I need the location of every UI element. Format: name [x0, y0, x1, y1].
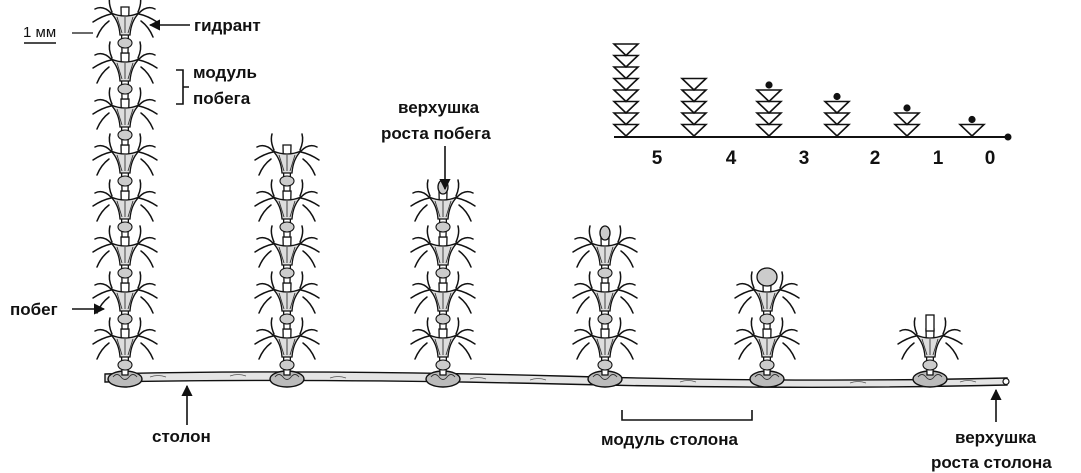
inset-module-triangle	[682, 79, 706, 91]
inset-tick-label: 4	[726, 148, 737, 169]
colony-shoots	[93, 0, 962, 387]
shoot-module-label-2: побега	[193, 89, 251, 108]
inset-axis-end	[1005, 134, 1012, 141]
inset-tick-label: 0	[985, 148, 996, 169]
inset-column-0	[960, 116, 984, 136]
inset-module-triangle	[614, 44, 638, 56]
colony-shoot-3	[411, 180, 475, 387]
inset-module-triangle	[895, 125, 919, 137]
shoot-tip-label-1: верхушка	[398, 98, 480, 117]
inset-module-triangle	[682, 125, 706, 137]
inset-module-triangle	[757, 113, 781, 125]
inset-column-2	[825, 93, 849, 136]
stolon-tip-label-1: верхушка	[955, 428, 1037, 447]
inset-module-triangle	[682, 113, 706, 125]
inset-module-triangle	[757, 102, 781, 114]
inset-module-triangle	[895, 113, 919, 125]
colony-shoot-5	[93, 0, 157, 387]
inset-module-triangle	[614, 125, 638, 137]
inset-module-triangle	[682, 102, 706, 114]
hydrant-label: гидрант	[194, 16, 261, 35]
inset-growth-bud	[765, 81, 772, 88]
inset-tick-label: 3	[799, 148, 810, 169]
inset-module-triangle	[614, 79, 638, 91]
inset-column-3	[757, 81, 781, 136]
inset-column-1	[895, 104, 919, 136]
inset-module-triangle	[757, 125, 781, 137]
inset-column-4	[682, 79, 706, 137]
stolon-tip	[1003, 379, 1009, 385]
stolon-module-bracket	[622, 410, 752, 420]
inset-tick-label: 5	[652, 148, 663, 169]
stolon-module-label: модуль столона	[601, 430, 738, 449]
growth-inset: 5 4 3 2 1 0	[614, 44, 1012, 169]
shoot-tip-label-2: роста побега	[381, 124, 491, 143]
inset-growth-bud	[903, 104, 910, 111]
colony-shoot-2	[573, 226, 637, 387]
inset-module-triangle	[614, 113, 638, 125]
stolon-tip-label-2: роста столона	[931, 453, 1052, 472]
inset-column-5	[614, 44, 638, 136]
inset-tick-label: 1	[933, 148, 944, 169]
stolon-body	[105, 372, 1007, 387]
shoot-growth-tip	[926, 315, 934, 331]
inset-growth-bud	[833, 93, 840, 100]
scale-label: 1 мм	[23, 24, 56, 41]
inset-module-triangle	[757, 90, 781, 102]
shoot-module-bracket	[176, 70, 189, 104]
shoot-module	[255, 134, 319, 191]
inset-module-triangle	[682, 90, 706, 102]
inset-module-triangle	[825, 102, 849, 114]
inset-module-triangle	[614, 90, 638, 102]
shoot-growth-tip	[438, 180, 448, 194]
stolon	[105, 372, 1009, 387]
inset-module-triangle	[614, 67, 638, 79]
shoot-module	[93, 0, 157, 53]
scale-bar: 1 мм	[23, 24, 93, 43]
colony-shoot-1	[735, 268, 799, 387]
inset-module-triangle	[825, 125, 849, 137]
inset-growth-bud	[968, 116, 975, 123]
colony-shoot-4	[255, 134, 319, 387]
inset-module-triangle	[614, 56, 638, 68]
annotations: гидрант модуль побега верхушка роста поб…	[10, 16, 1052, 472]
shoot-module-label-1: модуль	[193, 63, 257, 82]
inset-module-triangle	[825, 113, 849, 125]
shoot-growth-tip	[757, 268, 777, 286]
stolon-label: столон	[152, 427, 211, 446]
shoot-growth-tip	[600, 226, 610, 240]
inset-module-triangle	[960, 125, 984, 137]
inset-tick-label: 2	[870, 148, 881, 169]
shoot-label: побег	[10, 300, 58, 319]
inset-module-triangle	[614, 102, 638, 114]
colony-shoot-0	[898, 315, 962, 387]
